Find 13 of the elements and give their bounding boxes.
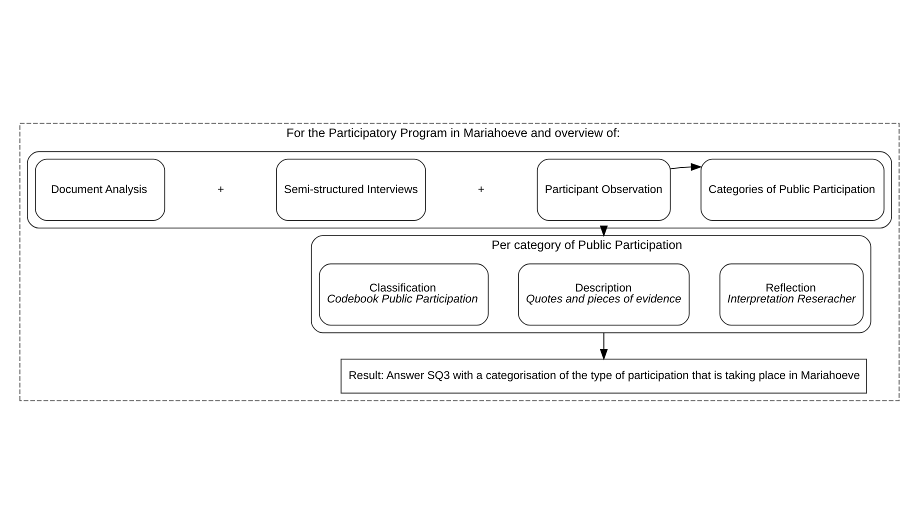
arrow: [600, 332, 608, 360]
node-box: Categories of Public Participation: [700, 158, 884, 220]
arrow: [670, 162, 702, 170]
node-box: Result: Answer SQ3 with a categorisation of the type of participation that is taking place in Mariahoeve: [340, 358, 868, 394]
node-box: Description Quotes and pieces of evidence: [518, 262, 690, 326]
cluster: [26, 150, 892, 228]
node-box: Classification Codebook Public Participation: [318, 262, 489, 326]
node-box: Participant Observation: [536, 158, 671, 220]
node-box: Reflection Interpretation Reseracher: [719, 262, 864, 326]
label: +: [478, 183, 485, 196]
label: +: [218, 183, 224, 196]
node-box: Document Analysis: [34, 158, 166, 220]
node-box: Semi-structured Interviews: [276, 158, 426, 220]
